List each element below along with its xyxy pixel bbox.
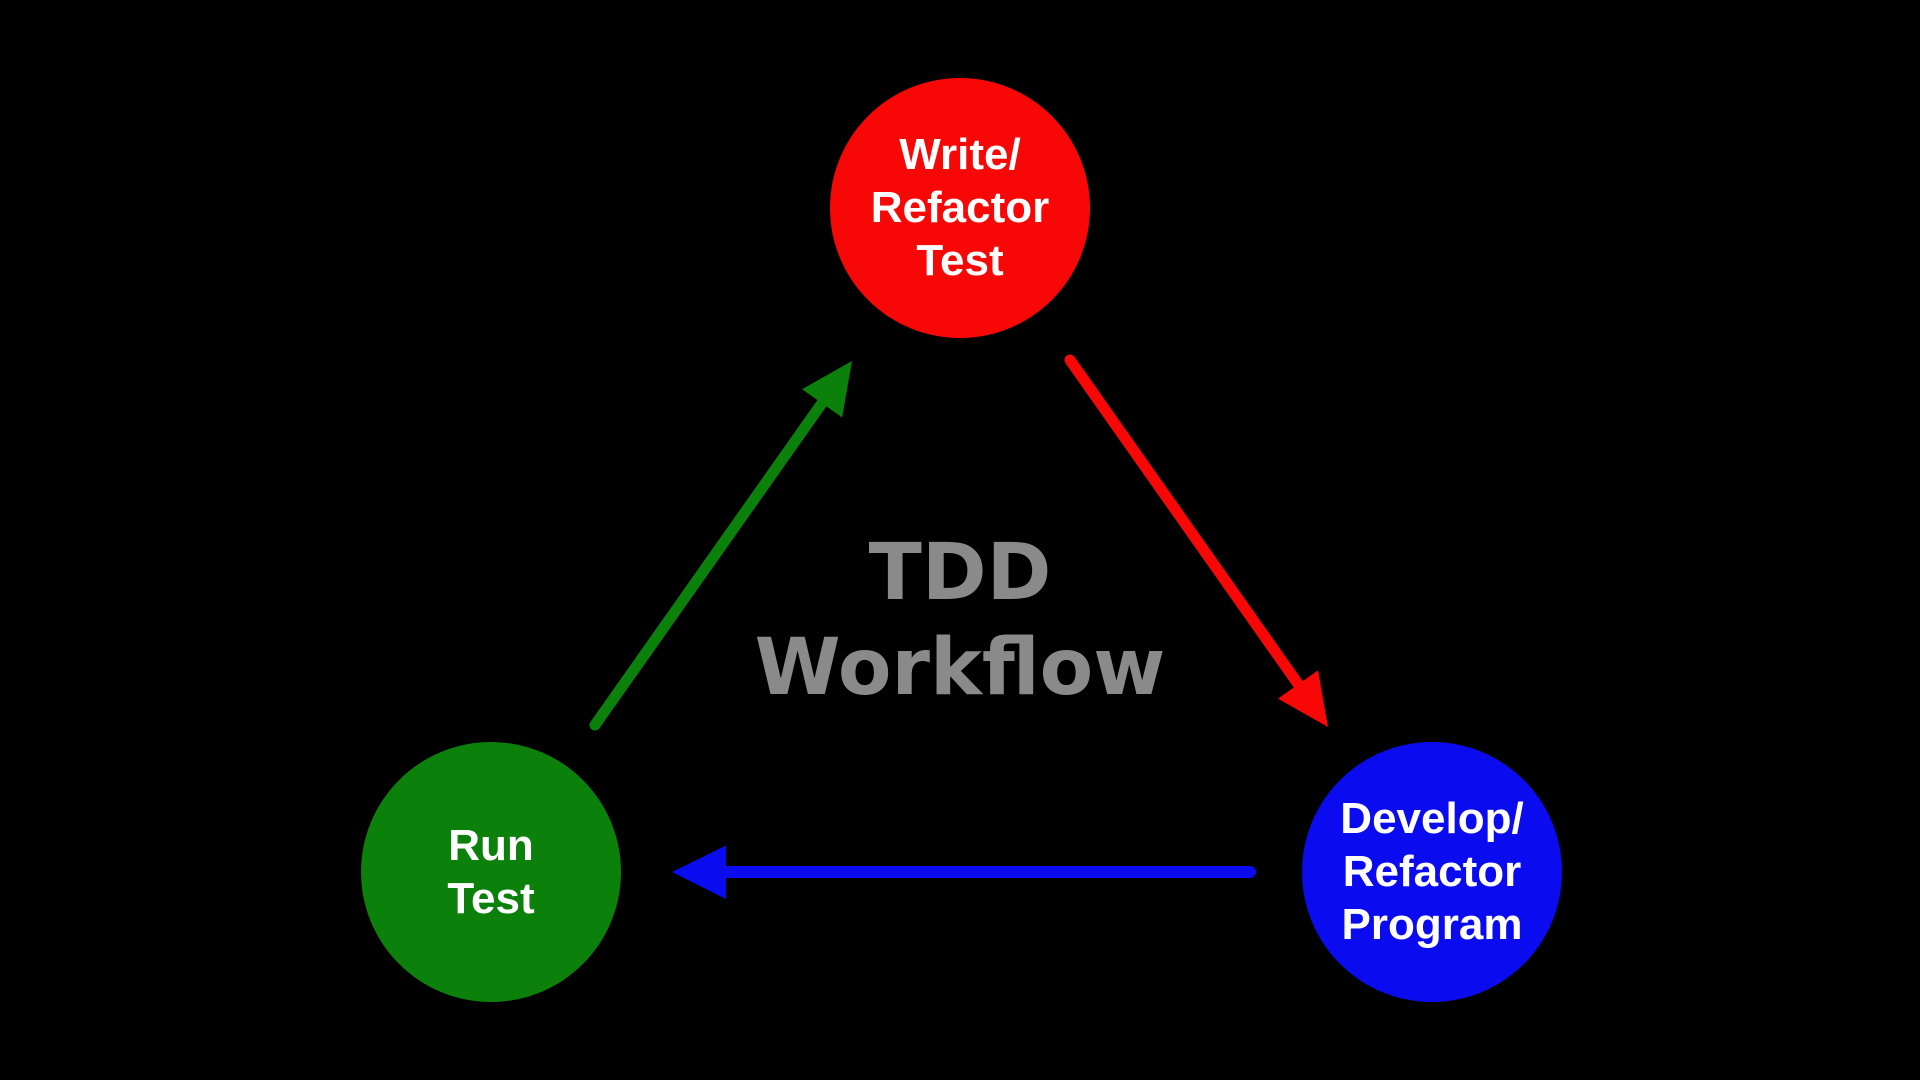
label-line: Refactor: [870, 183, 1050, 232]
label-line: Develop/: [1340, 794, 1524, 843]
diagram-title: TDD Workflow: [660, 526, 1260, 716]
label-line: Refactor: [1342, 847, 1522, 896]
label-run-test: Run Test: [341, 819, 641, 925]
arrow-run-test-to-write-refactor-test: [589, 361, 852, 731]
arrow-head: [1278, 670, 1328, 727]
arrow-write-refactor-test-to-develop-refactor-program: [1064, 354, 1328, 727]
label-line: Test: [916, 236, 1004, 285]
arrow-shaft: [589, 390, 833, 731]
label-line: Write/: [899, 130, 1021, 179]
label-write-refactor-test: Write/ Refactor Test: [810, 128, 1110, 287]
label-line: Program: [1341, 900, 1523, 949]
node-run-test: [361, 742, 621, 1002]
node-write-refactor-test: [830, 78, 1090, 338]
label-develop-refactor-program: Develop/ Refactor Program: [1282, 792, 1582, 951]
arrow-shaft: [1064, 354, 1309, 697]
arrow-develop-refactor-program-to-run-test: [672, 845, 1256, 899]
label-line: Run: [448, 821, 534, 870]
title-line: Workflow: [754, 623, 1166, 713]
title-line: TDD: [868, 528, 1052, 618]
label-line: Test: [447, 874, 535, 923]
node-develop-refactor-program: [1302, 742, 1562, 1002]
arrow-head: [672, 845, 726, 899]
arrow-head: [802, 361, 852, 418]
